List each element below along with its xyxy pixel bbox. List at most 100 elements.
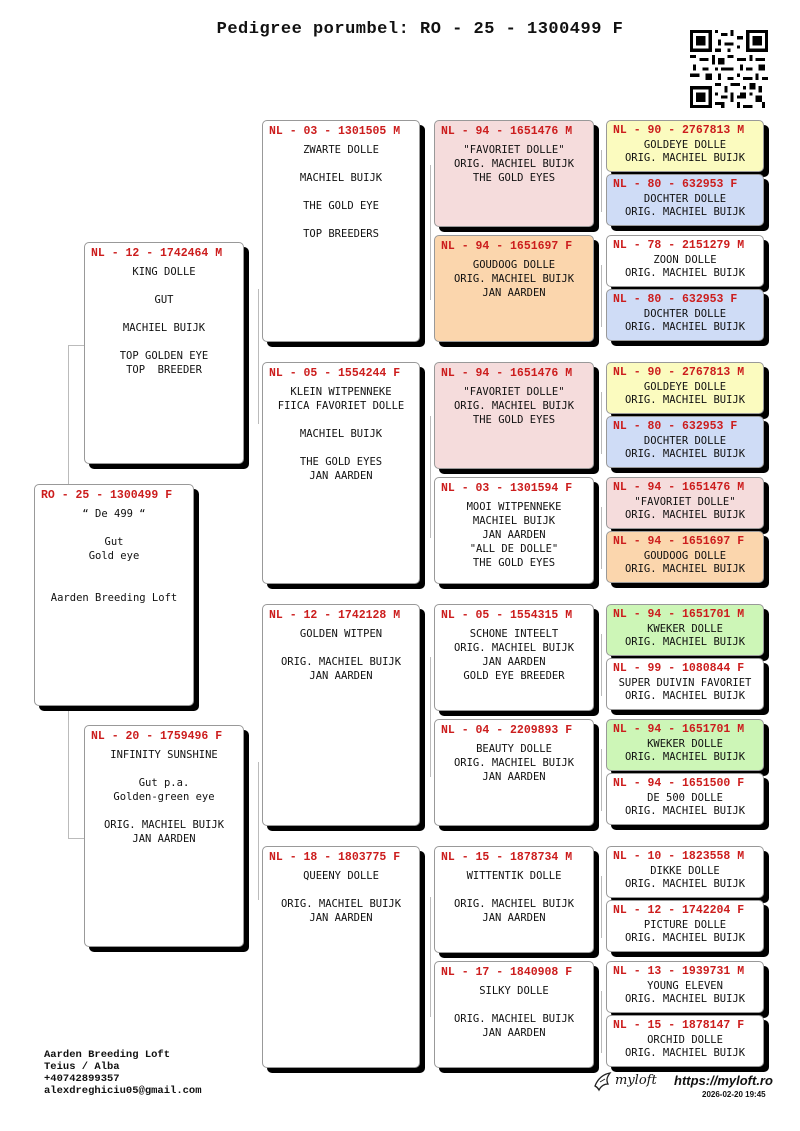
breeder-name: Aarden Breeding Loft <box>44 1049 171 1061</box>
pigeon-card-g7: NL - 94 - 1651476 M"FAVORIET DOLLE"ORIG.… <box>606 477 764 529</box>
pigeon-detail-line: JAN AARDEN <box>482 912 546 924</box>
pigeon-detail-line <box>91 804 237 818</box>
pigeon-detail-line: GUT <box>154 294 174 306</box>
ring-number: NL - 18 - 1803775 F <box>269 851 401 864</box>
pigeon-detail-line: ORIG. MACHIEL BUIJK <box>624 321 746 333</box>
pigeon-detail-line: Aarden Breeding Loft <box>50 592 178 604</box>
pigeon-detail-line: ORIG. MACHIEL BUIJK <box>453 1013 575 1025</box>
pigeon-detail-line: DOCHTER DOLLE <box>643 193 727 205</box>
pigeon-detail-line: WITTENTIK DOLLE <box>466 870 562 882</box>
pigeon-detail-line: THE GOLD EYES <box>299 456 383 468</box>
connector-line <box>601 507 602 569</box>
pigeon-detail-line: BEAUTY DOLLE <box>476 743 552 755</box>
pigeon-detail-line: ORIG. MACHIEL BUIJK <box>453 158 575 170</box>
pigeon-detail-line: ORIG. MACHIEL BUIJK <box>103 819 225 831</box>
pigeon-detail-line: TOP BREEDERS <box>303 228 379 240</box>
pigeon-detail-line: MACHIEL BUIJK <box>122 322 206 334</box>
pigeon-detail-line: JAN AARDEN <box>482 771 546 783</box>
pigeon-detail-line <box>91 335 237 349</box>
ring-number: NL - 94 - 1651476 M <box>613 481 745 494</box>
pigeon-detail-line <box>41 521 187 535</box>
pigeon-detail-line: Gut <box>104 536 124 548</box>
qr-code-image <box>690 30 768 108</box>
pigeon-detail-line: JAN AARDEN <box>482 287 546 299</box>
pigeon-detail-line: ORIG. MACHIEL BUIJK <box>624 448 746 460</box>
pigeon-detail-line <box>269 883 413 897</box>
pigeon-detail-line: ORIG. MACHIEL BUIJK <box>624 878 746 890</box>
pigeon-detail-line: GOLD EYE BREEDER <box>463 670 565 682</box>
pigeon-detail-line: PICTURE DOLLE <box>643 919 727 931</box>
ring-number: NL - 78 - 2151279 M <box>613 239 745 252</box>
connector-line <box>258 289 259 424</box>
pigeon-detail-line: ORIG. MACHIEL BUIJK <box>624 206 746 218</box>
pigeon-detail-line: JAN AARDEN <box>482 1027 546 1039</box>
pigeon-detail-line: JAN AARDEN <box>309 670 373 682</box>
pigeon-detail-line <box>269 157 413 171</box>
pigeon-detail-line: ORIG. MACHIEL BUIJK <box>453 400 575 412</box>
connector-line <box>601 749 602 811</box>
connector-line <box>68 838 86 839</box>
pigeon-detail-line: ZWARTE DOLLE <box>303 144 379 156</box>
ring-number: NL - 10 - 1823558 M <box>613 850 745 863</box>
pigeon-detail-line: "FAVORIET DOLLE" <box>463 144 565 156</box>
pigeon-detail-line: TOP BREEDER <box>126 364 202 376</box>
pigeon-detail-line: ORIG. MACHIEL BUIJK <box>624 152 746 164</box>
pigeon-detail-line: THE GOLD EYES <box>472 172 556 184</box>
pigeon-detail-line: ORIG. MACHIEL BUIJK <box>453 273 575 285</box>
pigeon-detail-line <box>269 641 413 655</box>
pigeon-detail-line: KLEIN WITPENNEKE <box>290 386 392 398</box>
pigeon-detail-line: YOUNG ELEVEN <box>647 980 723 992</box>
pigeon-detail-line: ORIG. MACHIEL BUIJK <box>624 805 746 817</box>
pigeon-detail-line: DOCHTER DOLLE <box>643 308 727 320</box>
pigeon-detail-line: DE 500 DOLLE <box>647 792 723 804</box>
connector-line <box>430 416 431 538</box>
connector-line <box>430 657 431 777</box>
print-timestamp: 2026-02-20 19:45 <box>702 1090 766 1099</box>
breeder-contact: Aarden Breeding Loft Teius / Alba +40742… <box>44 1049 202 1097</box>
ring-number: NL - 80 - 632953 F <box>613 293 738 306</box>
pigeon-detail-line: SILKY DOLLE <box>479 985 549 997</box>
pigeon-detail-line <box>269 413 413 427</box>
pigeon-detail-line: ORIG. MACHIEL BUIJK <box>624 690 746 702</box>
ring-number: NL - 99 - 1080844 F <box>613 662 745 675</box>
ring-number: NL - 80 - 632953 F <box>613 420 738 433</box>
pigeon-detail-line: ORIG. MACHIEL BUIJK <box>624 1047 746 1059</box>
pigeon-logo-icon <box>594 1072 612 1092</box>
ring-number: NL - 15 - 1878147 F <box>613 1019 745 1032</box>
pigeon-detail-line: KWEKER DOLLE <box>647 738 723 750</box>
pigeon-detail-line: GOUDOOG DOLLE <box>643 550 727 562</box>
pigeon-detail-line: MOOI WITPENNEKE <box>466 501 562 513</box>
pigeon-detail-line <box>269 213 413 227</box>
pigeon-detail-line: GOLDEYE DOLLE <box>643 381 727 393</box>
pigeon-detail-line: JAN AARDEN <box>132 833 196 845</box>
pigeon-detail-line <box>441 883 587 897</box>
connector-line <box>258 762 259 900</box>
ring-number: NL - 04 - 2209893 F <box>441 724 573 737</box>
ring-number: NL - 03 - 1301594 F <box>441 482 573 495</box>
pigeon-detail-line: SUPER DUIVIN FAVORIET <box>618 677 752 689</box>
pigeon-detail-line: DIKKE DOLLE <box>650 865 720 877</box>
pigeon-detail-line: ORIG. MACHIEL BUIJK <box>624 509 746 521</box>
pigeon-detail-line <box>41 563 187 577</box>
pigeon-card-g10: NL - 99 - 1080844 F SUPER DUIVIN FAVORIET… <box>606 658 764 710</box>
ring-number: NL - 90 - 2767813 M <box>613 124 745 137</box>
pigeon-detail-line: THE GOLD EYES <box>472 414 556 426</box>
site-link[interactable]: https://myloft.ro <box>674 1073 773 1088</box>
pigeon-detail-line: ORIG. MACHIEL BUIJK <box>624 993 746 1005</box>
pigeon-detail-line: "FAVORIET DOLLE" <box>463 386 565 398</box>
ring-number: NL - 13 - 1939731 M <box>613 965 745 978</box>
pigeon-detail-line: "ALL DE DOLLE" <box>469 543 559 555</box>
ring-number: NL - 94 - 1651701 M <box>613 723 745 736</box>
